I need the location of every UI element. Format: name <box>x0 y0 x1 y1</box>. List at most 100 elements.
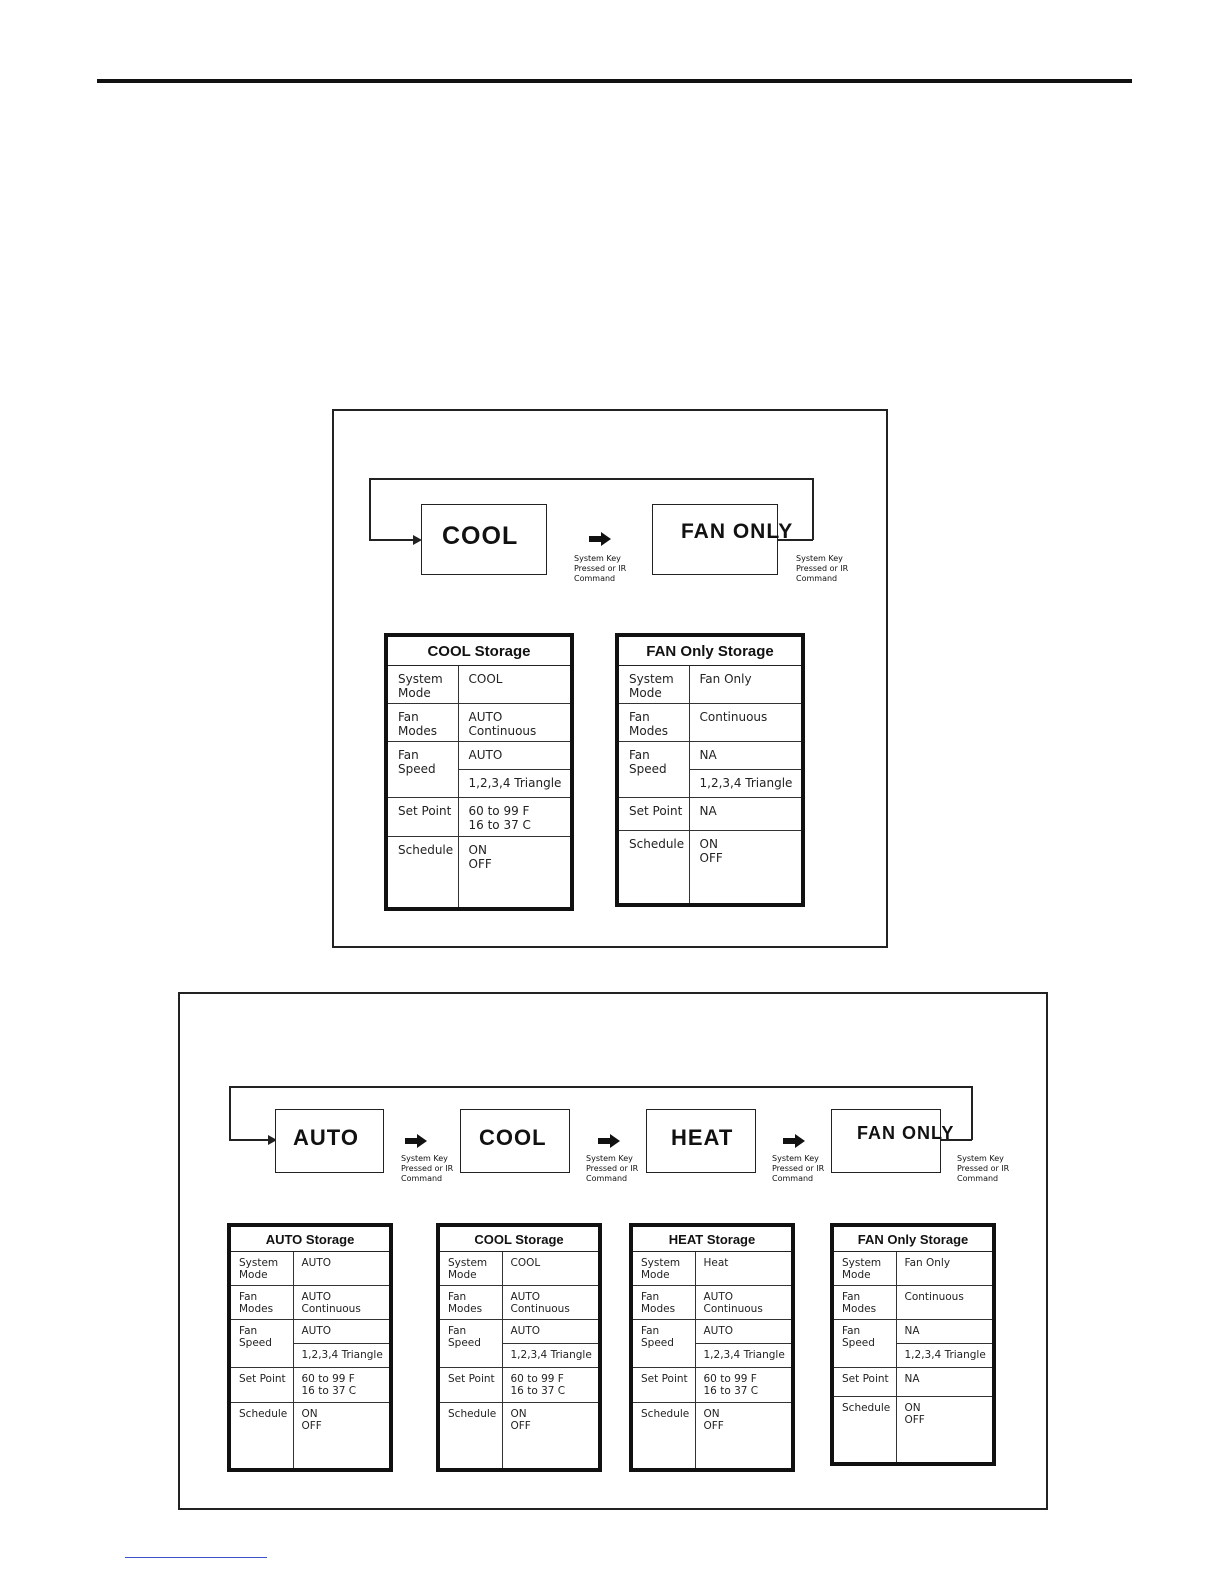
row-label: System Mode <box>228 1251 294 1286</box>
mode-heat-box: HEAT <box>646 1109 756 1173</box>
row-label: System Mode <box>385 665 459 704</box>
row-value: Fan Only <box>688 665 804 704</box>
row-label: Fan Speed <box>630 1319 696 1368</box>
transition-note: System Key Pressed or IR Command <box>586 1154 639 1183</box>
row-value: Fan Only <box>895 1251 995 1286</box>
row-value: COOL <box>457 665 573 704</box>
transition-note: System Key Pressed or IR Command <box>574 554 627 583</box>
row-label: Schedule <box>616 830 690 906</box>
row-value: AUTO <box>694 1319 794 1344</box>
row-label: Set Point <box>228 1367 294 1403</box>
mode-fan-only-box: FAN ONLY <box>831 1109 953 1173</box>
loop-left-line <box>229 1086 231 1140</box>
mode-auto-box: AUTO <box>275 1109 384 1173</box>
row-label: Fan Modes <box>831 1285 897 1320</box>
table-title: AUTO Storage <box>229 1225 391 1252</box>
header-rule <box>97 79 1132 83</box>
right-arrow-icon <box>598 1134 620 1148</box>
row-value: 1,2,3,4 Triangle <box>457 769 573 798</box>
row-value: AUTO Continuous <box>292 1285 392 1320</box>
row-value: NA <box>895 1319 995 1344</box>
transition-note: System Key Pressed or IR Command <box>957 1154 1010 1183</box>
row-value: AUTO <box>292 1251 392 1286</box>
row-label: Fan Speed <box>831 1319 897 1368</box>
row-value: 60 to 99 F 16 to 37 C <box>457 797 573 837</box>
row-label: Fan Modes <box>616 703 690 742</box>
row-value: 1,2,3,4 Triangle <box>895 1343 995 1368</box>
row-value: NA <box>688 797 804 831</box>
row-label: System Mode <box>616 665 690 704</box>
row-value: ON OFF <box>895 1396 995 1465</box>
mode-label: COOL <box>442 522 519 550</box>
row-label: Fan Modes <box>385 703 459 742</box>
row-value: 60 to 99 F 16 to 37 C <box>292 1367 392 1403</box>
loop-right-line <box>812 478 814 540</box>
transition-note: System Key Pressed or IR Command <box>401 1154 454 1183</box>
row-value: AUTO Continuous <box>501 1285 601 1320</box>
mode-label: FAN ONLY <box>857 1123 955 1143</box>
row-label: Set Point <box>437 1367 503 1403</box>
row-value: 1,2,3,4 Triangle <box>688 769 804 798</box>
row-label: Set Point <box>831 1367 897 1397</box>
row-label: Fan Speed <box>228 1319 294 1368</box>
row-value: 1,2,3,4 Triangle <box>292 1343 392 1368</box>
row-value: 1,2,3,4 Triangle <box>694 1343 794 1368</box>
right-arrow-icon <box>589 532 611 546</box>
row-value: Continuous <box>688 703 804 742</box>
loop-top-line <box>369 478 813 480</box>
loop-entry-line <box>369 539 415 541</box>
loop-entry-line <box>229 1139 269 1141</box>
row-label: Set Point <box>385 797 459 837</box>
transition-note: System Key Pressed or IR Command <box>796 554 849 583</box>
row-value: AUTO Continuous <box>694 1285 794 1320</box>
loop-exit-line <box>777 539 813 541</box>
row-value: Continuous <box>895 1285 995 1320</box>
row-value: 60 to 99 F 16 to 37 C <box>501 1367 601 1403</box>
row-value: COOL <box>501 1251 601 1286</box>
row-label: Fan Modes <box>228 1285 294 1320</box>
loop-arrowhead-icon <box>268 1135 277 1145</box>
table-title: FAN Only Storage <box>832 1225 994 1252</box>
row-label: Schedule <box>630 1402 696 1471</box>
row-value: ON OFF <box>694 1402 794 1471</box>
mode-label: FAN ONLY <box>681 520 794 543</box>
row-label: Fan Modes <box>437 1285 503 1320</box>
mode-cool-box: COOL <box>421 504 547 575</box>
row-label: Schedule <box>437 1402 503 1471</box>
row-value: ON OFF <box>292 1402 392 1471</box>
loop-left-line <box>369 478 371 540</box>
row-label: Fan Speed <box>385 741 459 798</box>
row-label: Fan Modes <box>630 1285 696 1320</box>
row-value: AUTO <box>501 1319 601 1344</box>
row-value: AUTO <box>457 741 573 770</box>
row-value: 1,2,3,4 Triangle <box>501 1343 601 1368</box>
row-value: AUTO Continuous <box>457 703 573 742</box>
row-label: Fan Speed <box>616 741 690 798</box>
row-label: Schedule <box>228 1402 294 1471</box>
row-value: NA <box>688 741 804 770</box>
row-label: Set Point <box>616 797 690 831</box>
table-title: FAN Only Storage <box>617 635 803 666</box>
footer-link-underline <box>125 1557 267 1558</box>
mode-cool-box: COOL <box>460 1109 570 1173</box>
row-label: Fan Speed <box>437 1319 503 1368</box>
mode-label: COOL <box>479 1125 547 1150</box>
row-value: AUTO <box>292 1319 392 1344</box>
table-title: HEAT Storage <box>631 1225 793 1252</box>
transition-note: System Key Pressed or IR Command <box>772 1154 825 1183</box>
loop-exit-line <box>940 1139 972 1141</box>
row-value: ON OFF <box>688 830 804 906</box>
mode-label: HEAT <box>671 1125 734 1150</box>
mode-fan-only-box: FAN ONLY <box>652 504 792 575</box>
row-label: System Mode <box>437 1251 503 1286</box>
row-value: ON OFF <box>457 836 573 910</box>
right-arrow-icon <box>405 1134 427 1148</box>
row-label: Schedule <box>385 836 459 910</box>
loop-right-line <box>971 1086 973 1140</box>
